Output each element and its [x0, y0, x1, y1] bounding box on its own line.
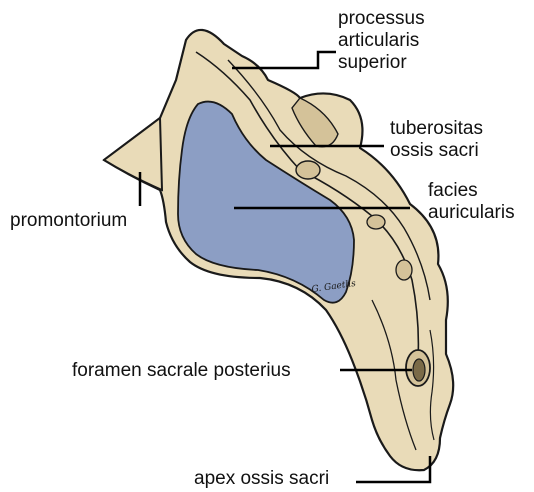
posterior-sacral-foramen-inner	[413, 359, 425, 381]
tubercle-3	[396, 260, 412, 280]
promontory-shape	[104, 118, 162, 190]
label-foramen-sacrale-posterius: foramen sacrale posterius	[72, 360, 291, 382]
label-line: articularis	[338, 30, 425, 52]
label-line: auricularis	[428, 202, 515, 224]
label-tuberositas-ossis-sacri: tuberositas ossis sacri	[390, 118, 483, 162]
label-facies-auricularis: facies auricularis	[428, 180, 515, 224]
label-line: facies	[428, 180, 515, 202]
label-line: promontorium	[10, 210, 127, 232]
label-line: tuberositas	[390, 118, 483, 140]
label-apex-ossis-sacri: apex ossis sacri	[194, 468, 329, 490]
tubercle-1	[296, 161, 320, 179]
tubercle-2	[367, 215, 385, 229]
label-line: ossis sacri	[390, 140, 483, 162]
label-line: superior	[338, 52, 425, 74]
label-promontorium: promontorium	[10, 210, 127, 232]
label-processus-articularis-superior: processus articularis superior	[338, 8, 425, 74]
label-line: apex ossis sacri	[194, 468, 329, 490]
label-line: processus	[338, 8, 425, 30]
label-line: foramen sacrale posterius	[72, 360, 291, 382]
